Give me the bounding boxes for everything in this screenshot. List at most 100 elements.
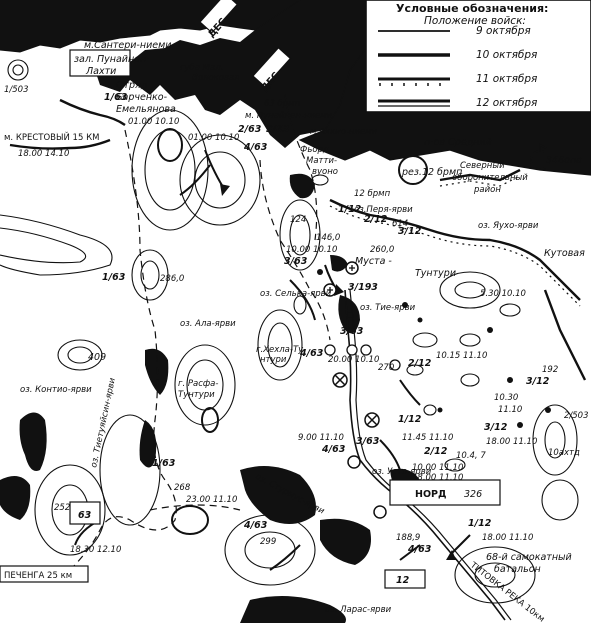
label-akhkio: м.Ахкио-ниеми [310,127,378,137]
legend: Условные обозначения: Положение войск: 9… [365,0,591,113]
height-146: 146,0 [316,233,340,243]
label-punainen-bay: зал. Пунайнен- [74,54,150,65]
time-1: 01.00 10.10 [128,117,179,127]
label-usto: оз. Усто-ярви [372,467,432,477]
time-7: 10.15 11.10 [436,351,487,361]
time-12: 18.00 11.10 [486,437,537,447]
unit-3-12-b: 3/12 [526,376,550,387]
unit-3-12-c: 3/12 [484,422,508,433]
label-tunturi: Тунтури [415,268,456,279]
unit-2-12-b: 2/12 [408,358,432,369]
height-268: 268 [174,483,191,493]
height-192: 192 [542,365,558,375]
height-348: 348опв [546,155,582,166]
unit-1-63-c: 1/63 [152,458,176,469]
unit-4-63-e: 4/63 [407,544,432,555]
unit-4-63-d: 4/63 [243,520,268,531]
unit-1-12-a: 1/12 [338,204,362,215]
legend-subtitle: Положение войск: [424,15,526,27]
time-17: 18.30 12.10 [70,545,121,555]
time-4: 10.00 10.10 [286,245,337,255]
time-11: 11.45 11.10 [402,433,453,443]
height-252: 252 [54,503,70,513]
height-2-503: 2/503 [564,411,589,421]
label-selka: оз. Селька-ярви [260,289,332,299]
unit-2-12-c: 2/12 [424,446,448,457]
label-res12: рез.12 брмп [401,167,462,178]
time-8: 10.30 [494,393,518,403]
label-fjord: Фьорд [300,145,329,155]
label-hekhla2: нтури [260,355,287,365]
label-63bmp: 63 брмп [264,99,301,109]
unit-1-63-b: 1/63 [102,272,126,283]
unit-3-193: 3/193 [348,282,378,293]
time-6: 20.00 10.10 [328,355,379,365]
height-326: 326 [464,489,482,500]
unit-4-63-b: 4/63 [299,348,324,359]
height-labels: 1/503 348опв 124 286,0 409 146,0 260,0 6… [4,85,589,547]
unit-1-12-c: 1/12 [468,518,492,529]
label-kontio: оз. Контио-ярви [20,385,92,395]
time-14: 18.00 11.10 [412,473,463,483]
time-10: 9.00 11.10 [298,433,344,443]
roads [69,94,331,571]
label-sredny: п-ов Средний [424,137,492,148]
unit-3-63-d: 3/63 [356,436,380,447]
legend-item-2: 10 октября [476,49,537,61]
ornaments [347,302,551,428]
front-lines [9,98,587,381]
legend-item-4: 12 октября [476,97,537,109]
legend-item-3: 11 октября [476,73,537,85]
time-9: 11.10 [498,405,522,415]
height-1-503: 1/503 [4,85,29,95]
time-13: 10.00 11.10 [412,463,463,473]
time-2: 01.00 10.10 [188,133,239,143]
label-rasfa2: Тунтури [178,390,215,400]
height-614: 614 [392,219,408,229]
label-laras: оз. Ларас-ярви [325,605,392,615]
unit-4-63-a: 4/63 [243,142,268,153]
unit-3-63-c: 3/63 [340,326,364,337]
label-ala: оз. Ала-ярви [180,319,236,329]
unit-4-63-c: 4/63 [321,444,346,455]
lakes [0,173,420,623]
label-otryad: Отряд [116,80,148,91]
height-260: 260,0 [370,245,394,255]
label-santeri: м.Сантери-ниеми [84,40,171,51]
height-188-9: 188,9 [396,533,420,543]
label-fjord2: Матти- [306,156,337,166]
label-severny: Северный [460,161,505,171]
unit-box-12: 12 [396,575,410,586]
time-18: 18.00 11.10 [482,533,533,543]
time-16: 23.00 11.10 [186,495,237,505]
time-3: 18.00 14.10 [18,149,69,159]
label-mal-volokovaya2: Волоковая [192,73,239,83]
unit-3-12-a: 3/12 [398,226,422,237]
time-labels: 01.00 10.10 01.00 10.10 18.00 14.10 10.0… [18,117,537,555]
label-severny2: оборонительный [452,173,528,183]
unit-box-63: 63 [78,510,92,521]
label-severny3: район [473,185,501,195]
label-punainen-cape: м. Пунайнен-ниеми [245,111,333,121]
unit-labels: 1/63 1/63 1/63 2/63 3/63 3/63 3/63 3/63 … [78,92,550,586]
label-tie: оз. Тие-ярви [360,303,416,313]
label-mal-volokovaya: губа Мал. [180,63,223,73]
label-kutovaya: Кутовая [544,248,585,259]
height-124: 124 [290,215,306,225]
legend-item-1: 9 октября [476,25,531,37]
label-otryad3: Емельянова [116,104,176,115]
label-pechenga: ПЕЧЕНГА 25 км [4,571,72,581]
label-ahtd: 10ахтд [548,448,580,458]
unit-2-63: 2/63 [238,124,262,135]
height-299: 299 [260,537,276,547]
height-270: 270 [378,363,394,373]
attack-arrows [74,149,471,571]
time-5: 5.30 10.10 [480,289,526,299]
label-musta: Муста - [355,256,392,267]
label-samokat: 68-й самокатный [486,552,572,563]
label-fjord3: вуоно [312,167,338,177]
label-nord: НОРД [415,489,446,500]
label-12bmp: 12 брмп [354,189,391,199]
time-15: 10.4, 7 [456,451,486,461]
